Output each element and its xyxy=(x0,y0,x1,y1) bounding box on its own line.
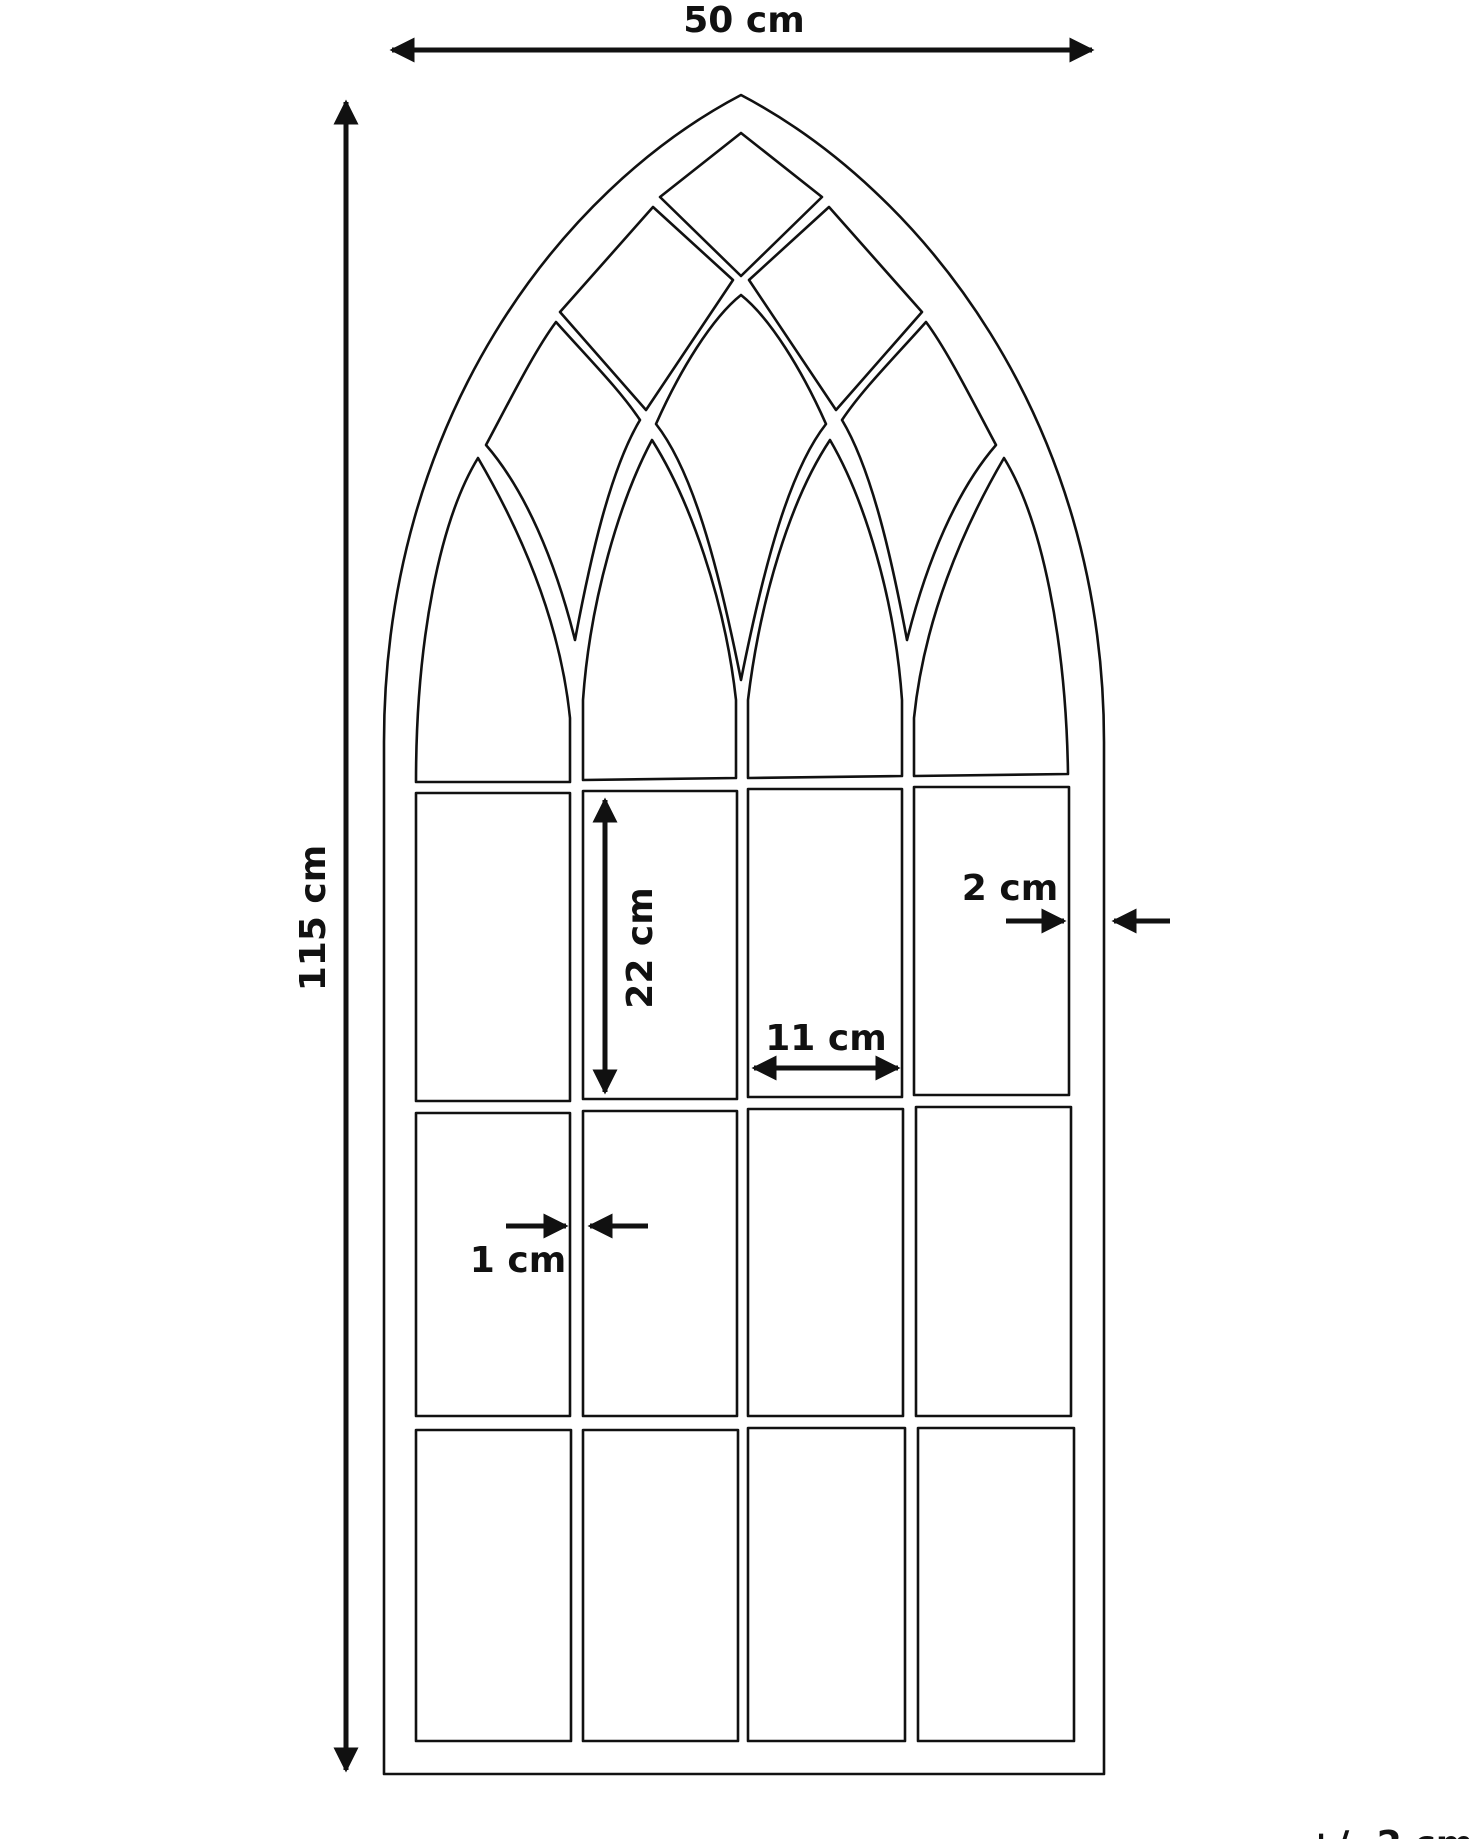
pane-r3-c4 xyxy=(916,1426,1076,1743)
mullion-width-dimension: 1 cm xyxy=(470,1213,648,1281)
pane-height-dimension: 22 cm xyxy=(592,797,661,1095)
pane-width-dimension: 11 cm xyxy=(751,1018,901,1081)
tolerance-note: +/- 2 cm xyxy=(1306,1824,1470,1839)
pane-width-label: 11 cm xyxy=(765,1018,886,1059)
side-right-pane xyxy=(840,320,998,642)
pane-height-label: 22 cm xyxy=(620,887,661,1008)
side-left-pane xyxy=(484,320,642,642)
pane-r1-c3 xyxy=(746,787,904,1099)
pane-r3-c2 xyxy=(581,1428,740,1743)
width-label: 50 cm xyxy=(683,0,804,41)
mirror-outer-frame xyxy=(382,93,1106,1776)
pane-r2-c3 xyxy=(746,1107,905,1418)
pane-r2-c4 xyxy=(914,1105,1073,1418)
arch-pane-3 xyxy=(746,438,904,780)
upper-right-diamond-pane xyxy=(747,205,924,412)
arch-pane-2 xyxy=(581,438,738,782)
pane-r3-c1 xyxy=(414,1428,573,1743)
pane-r3-c3 xyxy=(746,1426,907,1743)
center-pointed-pane xyxy=(654,293,828,682)
frame-border-dimension: 2 cm xyxy=(962,868,1170,934)
height-label: 115 cm xyxy=(293,845,334,992)
arch-pane-4 xyxy=(912,456,1070,778)
pane-r2-c2 xyxy=(581,1109,739,1418)
height-dimension: 115 cm xyxy=(293,99,359,1773)
pane-r1-c1 xyxy=(414,791,572,1103)
frame-border-label: 2 cm xyxy=(962,868,1058,909)
top-diamond-pane xyxy=(658,131,824,278)
arch-pane-1 xyxy=(414,456,572,784)
rectangular-panes xyxy=(414,785,1076,1743)
upper-left-diamond-pane xyxy=(558,205,735,412)
mullion-width-label: 1 cm xyxy=(470,1240,566,1281)
width-dimension: 50 cm xyxy=(389,0,1095,63)
pane-r2-c1 xyxy=(414,1111,572,1418)
arched-panes xyxy=(414,131,1070,784)
pane-r1-c4 xyxy=(912,785,1071,1097)
